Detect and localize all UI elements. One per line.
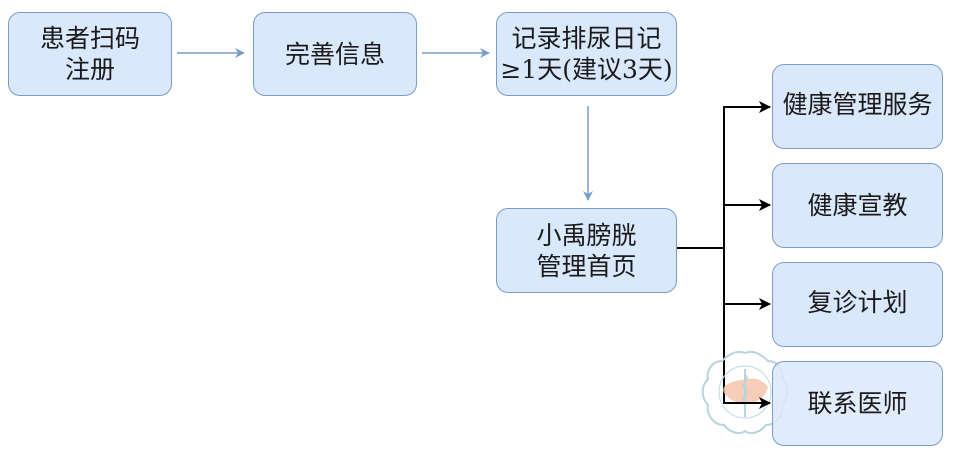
node-label-line: 管理首页 — [536, 251, 637, 281]
node-label-line: 注册 — [64, 55, 115, 84]
node-label-line: ≥1天(建议3天) — [500, 55, 673, 84]
node-home[interactable]: 小禹膀胱 管理首页 — [496, 208, 677, 293]
node-record-diary[interactable]: 记录排尿日记 ≥1天(建议3天) — [496, 12, 677, 96]
node-label: 健康宣教 — [807, 191, 908, 220]
node-followup-plan[interactable]: 复诊计划 — [772, 262, 943, 347]
watermark-seal-icon — [701, 351, 789, 434]
node-health-service[interactable]: 健康管理服务 — [772, 64, 943, 149]
node-label: 健康管理服务 — [782, 90, 933, 119]
node-label-line: 患者扫码 — [39, 24, 140, 53]
node-label-line: 小禹膀胱 — [536, 220, 637, 250]
node-label-line: 记录排尿日记 — [511, 24, 662, 53]
node-label: 复诊计划 — [807, 288, 908, 317]
node-label: 完善信息 — [284, 39, 385, 69]
node-complete-info[interactable]: 完善信息 — [253, 12, 417, 96]
node-scan-register[interactable]: 患者扫码 注册 — [8, 12, 172, 96]
node-label: 联系医师 — [807, 389, 908, 418]
node-health-education[interactable]: 健康宣教 — [772, 163, 943, 248]
node-contact-doctor[interactable]: 联系医师 — [772, 361, 943, 446]
